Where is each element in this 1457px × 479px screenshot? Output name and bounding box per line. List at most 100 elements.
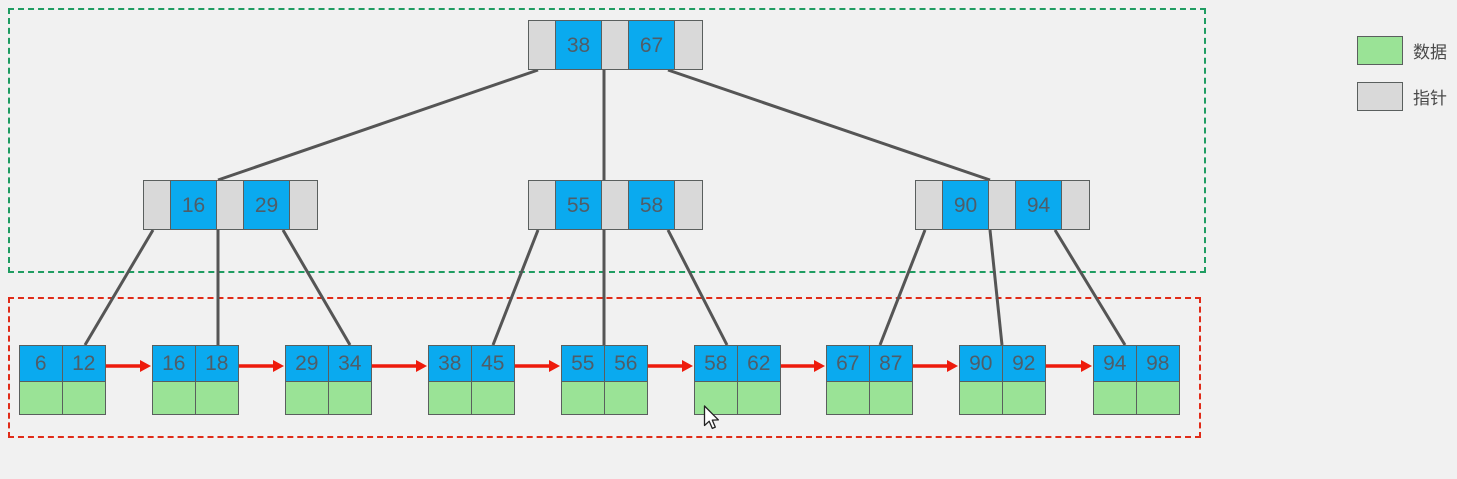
- link-internal-2-ptr-2: [666, 229, 729, 346]
- legend-label-pointer: 指针: [1413, 89, 1447, 109]
- internal-node-1-pointer-1: [217, 181, 244, 229]
- internal-node-2-key-1: 58: [629, 181, 675, 229]
- legend-swatch-pointer-icon: [1357, 82, 1403, 111]
- leaf-node-4-data-row: [428, 381, 515, 415]
- link-root-ptr-2: [667, 68, 991, 182]
- legend-item-pointer: 指针: [1357, 82, 1453, 111]
- leaf-node-1-data-0: [19, 381, 63, 415]
- leaf-node-1-key-0: 6: [19, 345, 63, 381]
- internal-node-1-key-1: 29: [244, 181, 290, 229]
- link-internal-3-ptr-0: [878, 229, 927, 346]
- leaf-node-5-data-row: [561, 381, 648, 415]
- leaf-node-7-key-0: 67: [826, 345, 870, 381]
- internal-node-2: 55 58: [528, 180, 703, 230]
- leaf-chain-arrowhead-6: [814, 360, 825, 372]
- leaf-node-2-data-row: [152, 381, 239, 415]
- leaf-node-5-key-1: 56: [604, 345, 648, 381]
- leaf-node-6-data-1: [737, 381, 781, 415]
- internal-node-2-pointer-1: [602, 181, 629, 229]
- legend-item-data: 数据: [1357, 36, 1453, 65]
- leaf-node-7-key-1: 87: [869, 345, 913, 381]
- leaf-node-7-data-0: [826, 381, 870, 415]
- leaf-node-4-data-0: [428, 381, 472, 415]
- leaf-node-3-data-row: [285, 381, 372, 415]
- leaf-node-8-data-0: [959, 381, 1003, 415]
- leaf-node-2-key-0: 16: [152, 345, 196, 381]
- root-node-pointer-2: [675, 21, 702, 69]
- link-internal-2-ptr-0: [491, 229, 540, 346]
- leaf-node-4-data-1: [471, 381, 515, 415]
- leaf-node-1-data-1: [62, 381, 106, 415]
- leaf-node-2-data-1: [195, 381, 239, 415]
- leaf-node-3-key-1: 34: [328, 345, 372, 381]
- leaf-node-8-data-row: [959, 381, 1046, 415]
- leaf-node-7-data-row: [826, 381, 913, 415]
- leaf-node-9-data-1: [1136, 381, 1180, 415]
- leaf-node-6-data-row: [694, 381, 781, 415]
- internal-node-2-pointer-2: [675, 181, 702, 229]
- leaf-chain-arrowhead-5: [682, 360, 693, 372]
- leaf-node-8-data-1: [1002, 381, 1046, 415]
- leaf-node-8-key-0: 90: [959, 345, 1003, 381]
- leaf-node-3-data-0: [285, 381, 329, 415]
- internal-node-1-pointer-0: [144, 181, 171, 229]
- internal-node-1-key-0: 16: [171, 181, 217, 229]
- link-internal-1-ptr-0: [83, 229, 155, 346]
- leaf-node-4-key-0: 38: [428, 345, 472, 381]
- leaf-chain-arrowhead-2: [273, 360, 284, 372]
- internal-node-3-key-0: 90: [943, 181, 989, 229]
- internal-node-3-pointer-2: [1062, 181, 1089, 229]
- legend-swatch-data-icon: [1357, 36, 1403, 65]
- leaf-chain-arrowhead-1: [140, 360, 151, 372]
- internal-node-1-pointer-2: [290, 181, 317, 229]
- leaf-node-5-data-0: [561, 381, 605, 415]
- leaf-node-1-key-1: 12: [62, 345, 106, 381]
- link-internal-1-ptr-2: [281, 229, 352, 346]
- leaf-arrow-group: [106, 360, 1092, 372]
- leaf-node-2-key-1: 18: [195, 345, 239, 381]
- internal-node-3-pointer-1: [989, 181, 1016, 229]
- root-node-pointer-1: [602, 21, 629, 69]
- leaf-node-4-key-1: 45: [471, 345, 515, 381]
- leaf-node-9-data-0: [1093, 381, 1137, 415]
- link-internal-3-ptr-1: [988, 229, 1004, 346]
- root-node-key-0: 38: [556, 21, 602, 69]
- leaf-node-2-data-0: [152, 381, 196, 415]
- leaf-node-3-key-0: 29: [285, 345, 329, 381]
- link-line-group: [83, 68, 1127, 346]
- leaf-chain-arrowhead-7: [947, 360, 958, 372]
- root-node-pointer-0: [529, 21, 556, 69]
- leaf-node-5-data-1: [604, 381, 648, 415]
- internal-node-2-pointer-0: [529, 181, 556, 229]
- leaf-node-6-data-0: [694, 381, 738, 415]
- leaf-chain-arrowhead-4: [549, 360, 560, 372]
- link-root-ptr-0: [217, 68, 539, 182]
- leaf-chain-arrowhead-3: [416, 360, 427, 372]
- internal-node-2-key-0: 55: [556, 181, 602, 229]
- leaf-node-1-data-row: [19, 381, 106, 415]
- link-internal-3-ptr-2: [1053, 229, 1127, 346]
- leaf-chain-arrowhead-8: [1081, 360, 1092, 372]
- internal-node-3-pointer-0: [916, 181, 943, 229]
- leaf-node-7-data-1: [869, 381, 913, 415]
